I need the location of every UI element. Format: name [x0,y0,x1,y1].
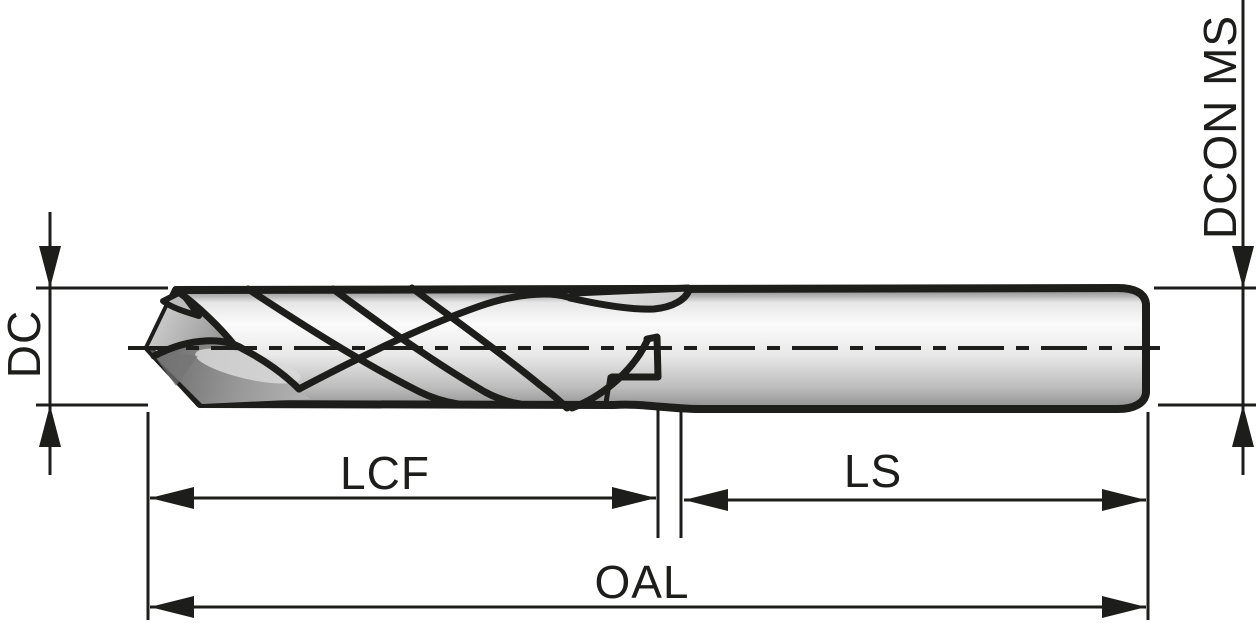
ls-label: LS [844,445,902,497]
dc-arrow-down [39,246,61,288]
dim-dc: DC [0,212,168,475]
dcon-arrow-up [1232,405,1254,447]
ls-arrow-left [684,489,728,511]
lcf-arrow-right [612,487,656,509]
dc-arrow-up [39,405,61,447]
lcf-label: LCF [340,447,430,499]
ls-arrow-right [1102,489,1146,511]
flute-curve-ascending [295,290,572,393]
flute-margin-sliver [566,284,693,313]
oal-label: OAL [594,556,689,608]
flute-runout-step-foot [603,374,613,406]
flute-runout-step [608,333,662,381]
flute-curve-descending-2 [329,285,524,408]
dim-dcon-ms: DCON MS [1154,0,1256,475]
lcf-arrow-left [150,487,194,509]
dim-lcf: LCF [146,410,660,620]
dc-label: DC [0,310,50,378]
oal-arrow-right [1102,596,1146,618]
point-facet-triangle [160,289,202,319]
chisel-edge-wedge [150,350,198,386]
dcon-ms-label: DCON MS [1194,15,1246,239]
dcon-arrow-down [1232,246,1254,288]
flute-curve-descending-3 [408,284,571,412]
oal-arrow-left [150,596,194,618]
dim-oal: OAL [150,556,1146,618]
dim-ls: LS [679,412,1150,620]
point-facet-highlight [195,348,301,384]
flute-curve-descending-1 [244,285,462,408]
